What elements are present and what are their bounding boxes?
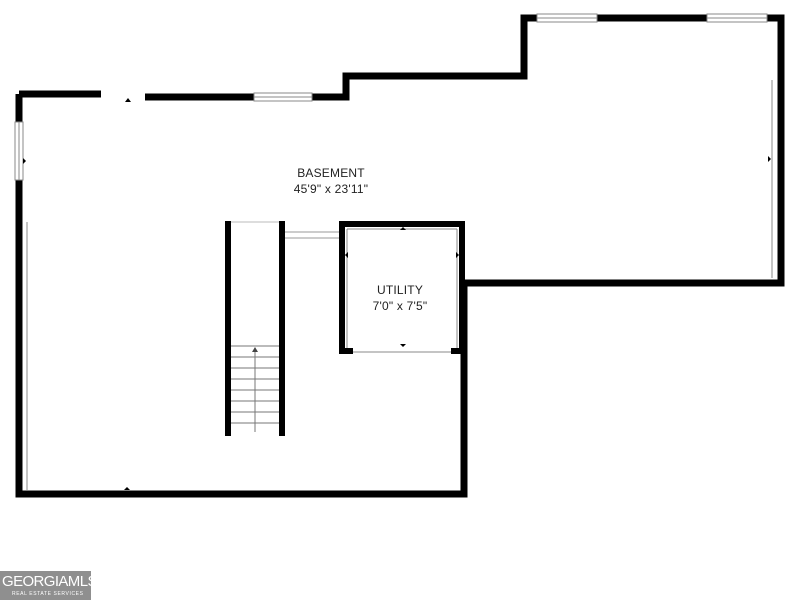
utility-dimensions: 7'0" x 7'5"	[372, 299, 428, 313]
utility-walls	[339, 221, 465, 352]
stair-arrow	[252, 347, 258, 352]
basement-room-label: BASEMENT 45'9" x 23'11"	[256, 165, 406, 197]
staircase	[225, 221, 285, 436]
wall-markers	[23, 156, 771, 490]
utility-markers	[345, 227, 459, 347]
utility-name: UTILITY	[376, 283, 424, 297]
wall-details	[26, 80, 773, 490]
basement-dimensions: 45'9" x 23'11"	[293, 182, 369, 196]
logo-text: GEORGIAMLS	[2, 573, 97, 590]
logo-tagline: REAL ESTATE SERVICES	[12, 591, 84, 597]
georgia-mls-logo: GEORGIAMLS REAL ESTATE SERVICES	[0, 571, 97, 600]
utility-room-label: UTILITY 7'0" x 7'5"	[340, 282, 460, 314]
wall-top-right	[15, 14, 785, 498]
windows	[14, 13, 768, 181]
utility-door	[339, 348, 464, 354]
exterior-walls	[15, 14, 785, 498]
basement-name: BASEMENT	[297, 166, 365, 180]
stair-opening	[285, 231, 340, 239]
entry-door	[125, 98, 131, 102]
